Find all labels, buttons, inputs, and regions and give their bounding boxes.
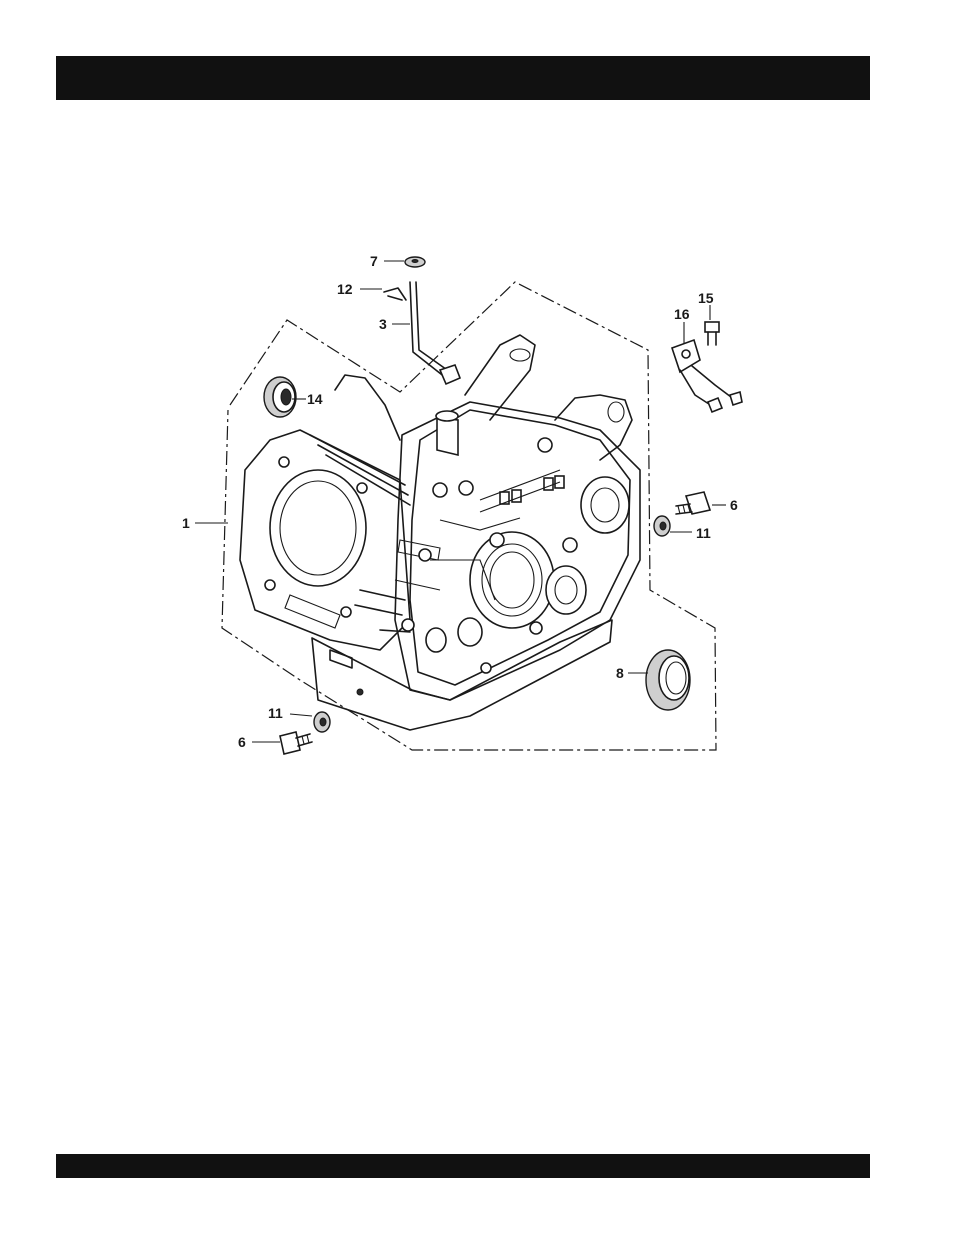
callout-11-left: 11 [268,705,283,721]
part-7-washer [405,257,425,267]
callout-12: 12 [337,281,353,297]
callout-14: 14 [307,391,323,407]
part-14-bearing [264,377,296,417]
callout-7: 7 [370,253,378,269]
part-15-bolt [705,322,719,345]
part-11-washer-right [654,516,670,536]
cylinder-barrel [240,430,440,650]
callout-8: 8 [616,665,624,681]
footer-bar [56,1154,870,1178]
part-3-rod [410,282,460,384]
callout-6-left: 6 [238,734,246,750]
callout-16: 16 [674,306,690,322]
callout-11-right: 11 [696,525,711,541]
callout-3: 3 [379,316,387,332]
part-8-oil-seal [646,650,690,710]
part-12-pin-clip [384,288,406,300]
part-6-bolt-left [280,732,312,754]
part-16-oil-alert-switch [672,340,742,412]
part-11-washer-left [314,712,330,732]
part-6-bolt-right [676,492,710,514]
callout-15: 15 [698,290,714,306]
callout-6-right: 6 [730,497,738,513]
callout-1: 1 [182,515,190,531]
